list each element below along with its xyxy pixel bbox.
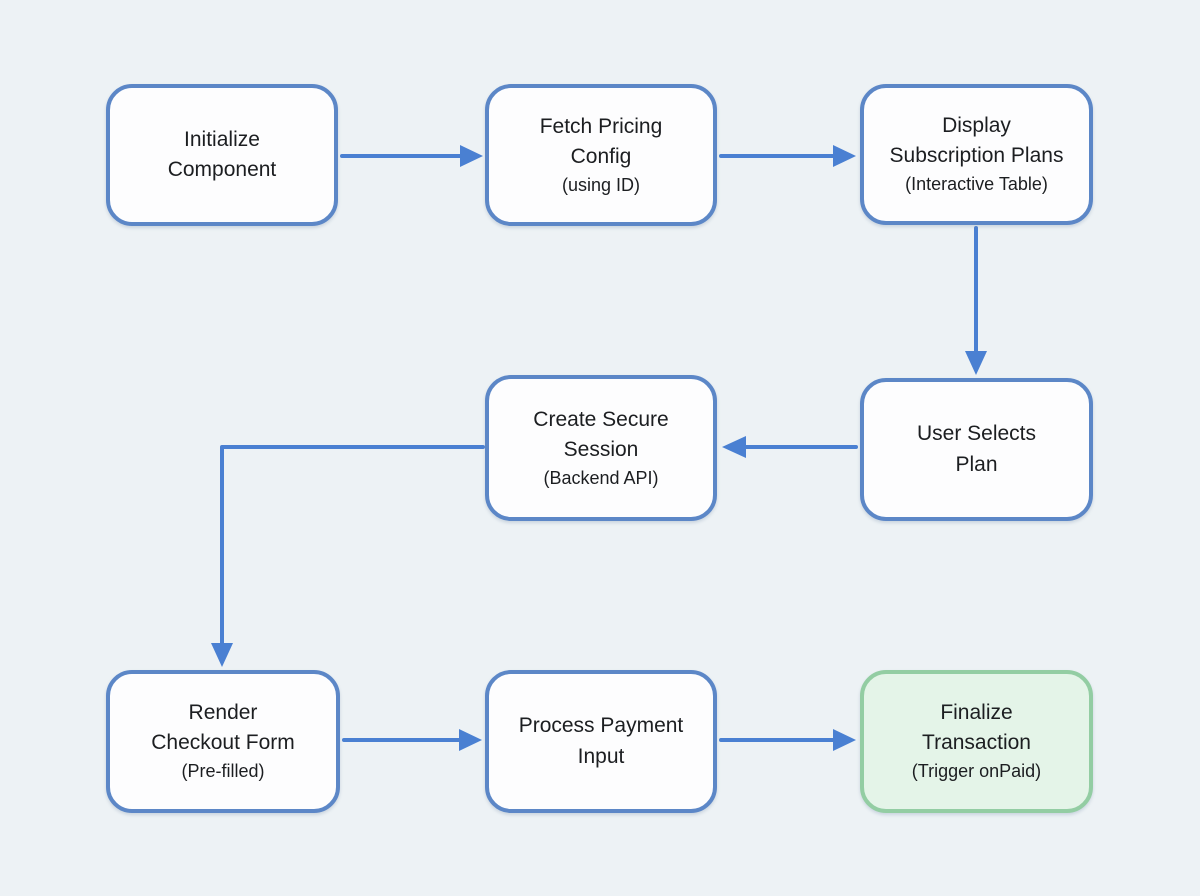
edge-fetch-pricing-to-display-plans (719, 145, 856, 167)
node-title: Display Subscription Plans (889, 114, 1064, 168)
node-title: Process Payment Input (518, 714, 684, 768)
arrowhead-right-icon (460, 145, 483, 167)
edge-display-plans-to-user-selects (965, 226, 987, 375)
node-title: Create Secure Session (533, 407, 669, 461)
node-title: Initialize Component (167, 127, 277, 181)
node-subtitle: (using ID) (561, 174, 641, 195)
edge-process-payment-to-finalize (719, 729, 856, 751)
node-create-secure-session: Create Secure Session (Backend API) (485, 375, 717, 521)
node-subtitle: (Backend API) (543, 467, 659, 488)
arrowhead-right-icon (459, 729, 482, 751)
edge-user-selects-to-create-session (722, 436, 858, 458)
node-title: Finalize Transaction (922, 701, 1031, 755)
arrowhead-down-icon (965, 351, 987, 375)
arrowhead-down-icon (211, 643, 233, 667)
edge-initialize-to-fetch-pricing (340, 145, 483, 167)
node-title: Fetch Pricing Config (539, 114, 663, 168)
node-subtitle: (Trigger onPaid) (911, 761, 1042, 782)
arrowhead-right-icon (833, 729, 856, 751)
node-user-selects-plan: User Selects Plan (860, 378, 1093, 521)
node-finalize-transaction: Finalize Transaction (Trigger onPaid) (860, 670, 1093, 813)
node-process-payment-input: Process Payment Input (485, 670, 717, 813)
node-title: Render Checkout Form (151, 701, 295, 755)
node-display-subscription-plans: Display Subscription Plans (Interactive … (860, 84, 1093, 225)
node-subtitle: (Interactive Table) (905, 174, 1048, 195)
arrowhead-left-icon (722, 436, 746, 458)
edge-render-checkout-to-process-payment (342, 729, 482, 751)
node-subtitle: (Pre-filled) (181, 761, 265, 782)
node-fetch-pricing-config: Fetch Pricing Config (using ID) (485, 84, 717, 226)
node-title: User Selects Plan (916, 422, 1037, 476)
arrowhead-right-icon (833, 145, 856, 167)
node-render-checkout-form: Render Checkout Form (Pre-filled) (106, 670, 340, 813)
edge-create-session-to-render-checkout (211, 445, 485, 667)
node-initialize-component: Initialize Component (106, 84, 338, 226)
